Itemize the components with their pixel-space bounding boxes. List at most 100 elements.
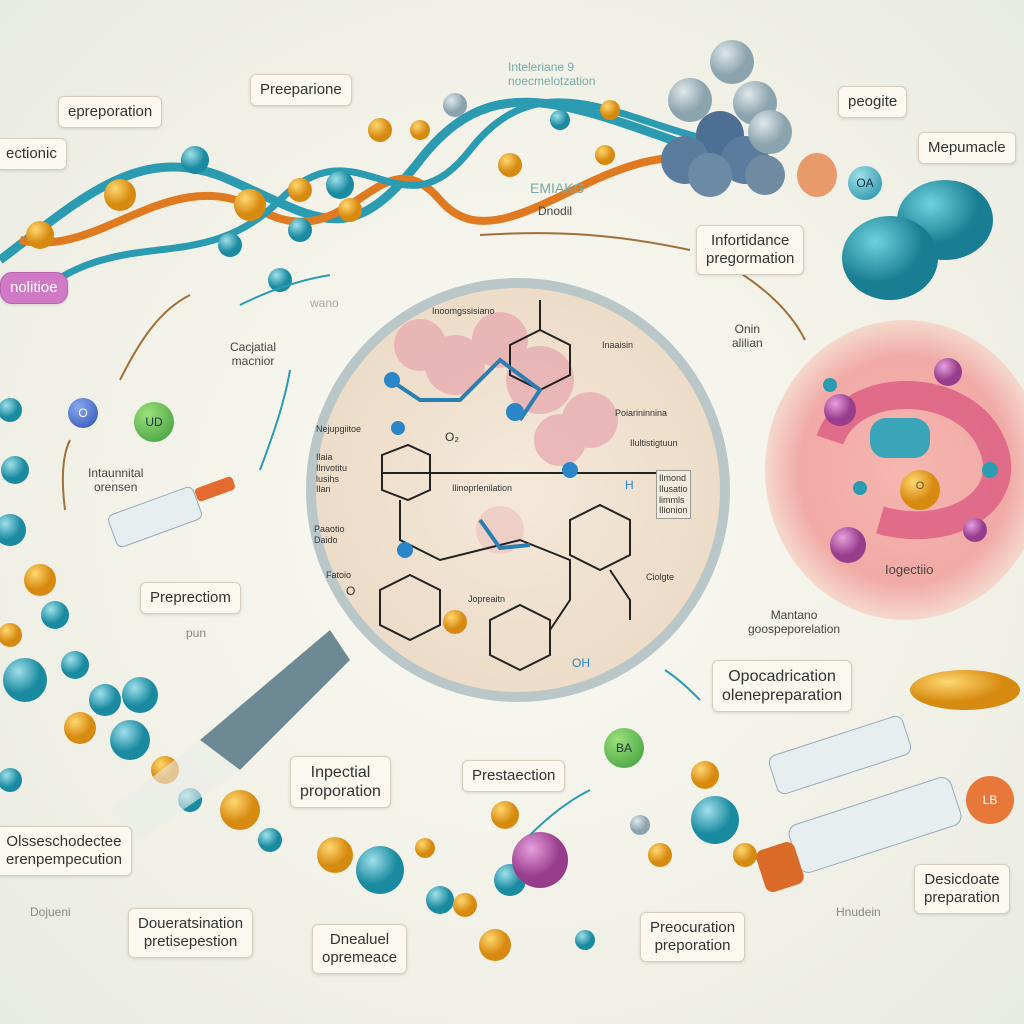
label-nolitioe: nolitioe xyxy=(0,272,68,304)
lens-atom-o: O xyxy=(346,584,356,598)
lens-text-box: Ilmond Ilusatio limmls Ilionion xyxy=(656,470,691,520)
atom-sphere xyxy=(1,456,29,484)
badge-oa: OA xyxy=(848,166,882,200)
lens-text-right3: Ilultistigtuun xyxy=(630,438,678,448)
label-preparione: Preeparione xyxy=(250,74,352,106)
atom-sphere xyxy=(3,658,47,702)
atom-sphere xyxy=(479,929,511,961)
lens-text-left4: Fatoio xyxy=(326,570,352,580)
label-desicdoate: Desicdoate preparation xyxy=(914,864,1010,914)
atom-sphere xyxy=(104,179,136,211)
label-infortance: Infortidance pregormation xyxy=(696,225,805,275)
atom-sphere xyxy=(0,768,22,792)
label-dnealuel: Dnealuel opremeace xyxy=(312,924,408,974)
atom-sphere xyxy=(575,930,595,950)
atom-sphere xyxy=(733,843,757,867)
atom-sphere xyxy=(26,221,54,249)
lens-atom-oh: OH xyxy=(572,656,590,670)
syringe-right xyxy=(756,670,1020,893)
atom-sphere xyxy=(600,100,620,120)
atom-sphere xyxy=(24,564,56,596)
atom-sphere xyxy=(453,893,477,917)
label-peogite: peogite xyxy=(838,86,908,118)
teal-arrows xyxy=(239,274,701,836)
atom-sphere xyxy=(317,837,353,873)
lens-text-left2: Ilaia Ilnvotitu lusihs Ilan xyxy=(316,452,348,495)
atom-sphere xyxy=(415,838,435,858)
atom-sphere xyxy=(288,218,312,242)
syringe-left xyxy=(108,476,236,548)
atom-sphere xyxy=(691,761,719,789)
atom-sphere xyxy=(89,684,121,716)
lens-text-right1: Inaaisin xyxy=(602,340,634,350)
atom-sphere xyxy=(122,677,158,713)
text-intaunnital: Intaunnital orensen xyxy=(88,466,144,495)
lens-text-left3: Paaotio Daido xyxy=(314,524,345,545)
badge-ba: BA xyxy=(604,728,644,768)
atom-sphere xyxy=(410,120,430,140)
label-inpectial: Inpectial proporation xyxy=(290,756,391,809)
atom-sphere xyxy=(368,118,392,142)
lens-text-right4: Ciolgte xyxy=(646,572,675,582)
lens-text-center: Ilinoprlenilation xyxy=(452,483,513,493)
blue-spheres xyxy=(797,153,993,300)
lens-text-top: Inoomgssisiano xyxy=(432,306,495,316)
atom-sphere xyxy=(61,651,89,679)
atom-sphere xyxy=(550,110,570,130)
atom-sphere xyxy=(234,189,266,221)
atom-sphere xyxy=(595,145,615,165)
badge-lb: LB xyxy=(982,793,998,807)
atom-group xyxy=(0,93,757,961)
label-prestaection: Prestaection xyxy=(462,760,566,792)
label-opocadrication: Opocadrication olenepreparation xyxy=(712,660,853,713)
atom-sphere xyxy=(110,720,150,760)
atom-sphere xyxy=(512,832,568,888)
badge-o: O xyxy=(68,398,98,428)
atom-sphere xyxy=(648,843,672,867)
text-wano: wano xyxy=(310,296,339,310)
text-mantano: Mantano goospeporelation xyxy=(748,608,841,637)
text-cacjatial: Cacjatial macnior xyxy=(230,340,277,369)
lens-text-right2: Poiarininnina xyxy=(615,408,668,418)
atom-sphere xyxy=(258,828,282,852)
text-onin: Onin alilian xyxy=(732,322,763,351)
label-preprectiom: Preprectiom xyxy=(140,582,241,614)
atom-sphere xyxy=(630,815,650,835)
atom-sphere xyxy=(64,712,96,744)
atom-sphere xyxy=(338,198,362,222)
lens-text-bottom: Jopreaitn xyxy=(468,594,506,604)
lens-text-left1: Nejupgiitoe xyxy=(316,424,362,434)
text-interoduce: Inteleriane 9 noecmelotzation xyxy=(508,60,596,89)
text-hnudein: Hnudein xyxy=(836,905,881,919)
atom-sphere xyxy=(220,790,260,830)
atom-sphere xyxy=(498,153,522,177)
text-dnodil: Dnodil xyxy=(538,204,573,218)
lens-atom-h: H xyxy=(625,478,634,492)
badge-ob: O xyxy=(915,480,925,492)
lens-atom-co: O₂ xyxy=(445,430,459,444)
label-olsseschodectee: Olsseschodectee erenpempecution xyxy=(0,826,132,876)
atom-sphere xyxy=(0,514,26,546)
atom-sphere xyxy=(491,801,519,829)
honeycomb-cluster xyxy=(661,40,792,197)
text-emiake: EMIAKG xyxy=(530,180,585,196)
label-preocuration: Preocuration preporation xyxy=(640,912,746,962)
text-iogectiio: Iogectiio xyxy=(885,562,934,577)
badge-ud: UD xyxy=(134,402,174,442)
label-doueratsination: Doueratsination pretisepestion xyxy=(128,908,254,958)
atom-sphere xyxy=(691,796,739,844)
label-epreporation: epreporation xyxy=(58,96,163,128)
atom-sphere xyxy=(41,601,69,629)
atom-sphere xyxy=(218,233,242,257)
atom-sphere xyxy=(356,846,404,894)
atom-sphere xyxy=(0,398,22,422)
magnifying-glass xyxy=(110,278,730,840)
atom-sphere xyxy=(288,178,312,202)
atom-sphere xyxy=(426,886,454,914)
label-ectionic: ectionic xyxy=(0,138,67,170)
atom-sphere xyxy=(326,171,354,199)
text-dojueni: Dojueni xyxy=(30,905,71,919)
atom-sphere xyxy=(181,146,209,174)
atom-sphere xyxy=(443,93,467,117)
